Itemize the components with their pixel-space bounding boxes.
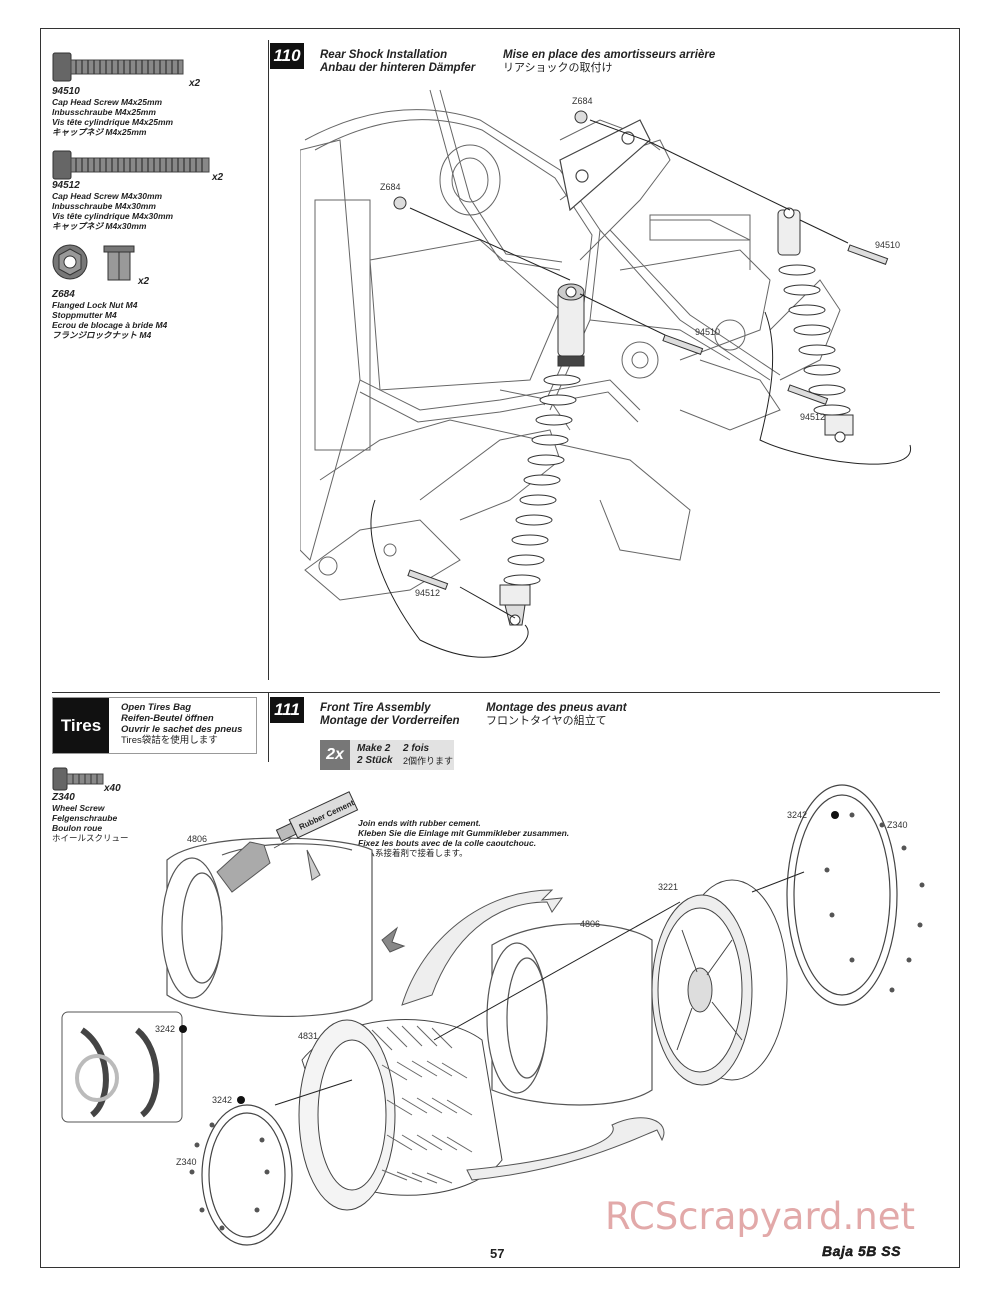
flanged-lock-nut-icon — [52, 244, 135, 281]
rear-shock-right — [777, 207, 854, 443]
wheel-screw-icon — [52, 767, 104, 791]
part-code: 94512 — [52, 180, 80, 191]
callout-4806-top: 4806 — [187, 834, 207, 844]
part-desc-en: Cap Head Screw M4x25mm — [52, 97, 163, 107]
tires-line-fr: Ouvrir le sachet des pneus — [121, 724, 243, 735]
qty-94512: x2 — [212, 172, 224, 183]
beadlock-ring-top — [786, 784, 898, 1006]
callout-z684-top: Z684 — [572, 96, 593, 106]
callout-3242-left: 3242 — [212, 1095, 232, 1105]
part-desc-de: Inbusschraube M4x25mm — [52, 107, 156, 117]
step111-title-fr: Montage des pneus avant — [486, 702, 627, 714]
cap-screw-m4x25-icon — [52, 52, 184, 82]
part-desc-jp: キャップネジ M4x25mm — [52, 127, 147, 137]
callout-94510-mid: 94510 — [695, 327, 720, 337]
callout-3242-top: 3242 — [787, 810, 807, 820]
part-code: 94510 — [52, 86, 80, 97]
make-badge: 2x — [320, 740, 350, 770]
column-divider — [268, 40, 269, 680]
step111-title-de: Montage der Vorderreifen — [320, 715, 460, 727]
tires-bag-box: Tires Open Tires Bag Reifen-Beutel öffne… — [52, 697, 257, 754]
step111-title-en: Front Tire Assembly — [320, 702, 431, 714]
callout-94510-right: 94510 — [875, 240, 900, 250]
qty-z340: x40 — [104, 783, 121, 794]
front-tire-diagram: Rubber Cement — [61, 784, 925, 1246]
callout-3221: 3221 — [658, 882, 678, 892]
tires-bag-text: Open Tires Bag Reifen-Beutel öffnen Ouvr… — [121, 702, 242, 746]
callout-z684-left: Z684 — [380, 182, 401, 192]
part-desc-jp: キャップネジ M4x30mm — [52, 221, 147, 231]
part-desc-en: Cap Head Screw M4x30mm — [52, 191, 163, 201]
glue-note-jp: ゴム系接着剤で接着します。 — [358, 848, 468, 858]
part-z340: Z340 Wheel Screw Felgenschraube Boulon r… — [52, 792, 212, 843]
rubber-cement-tube: Rubber Cement — [275, 791, 359, 842]
make-jp: 2個作ります — [403, 756, 454, 766]
part-desc-fr: Boulon roue — [52, 823, 103, 833]
tires-label: Tires — [53, 698, 109, 753]
make-quantity-box: 2x Make 2 2 Stück 2 fois 2個作ります — [320, 740, 454, 770]
callout-4831: 4831 — [298, 1031, 318, 1041]
tires-line-de: Reifen-Beutel öffnen — [121, 713, 214, 724]
wheel — [651, 879, 788, 1086]
page-number: 57 — [490, 1246, 505, 1261]
part-code: Z684 — [52, 289, 75, 300]
step110-title-en: Rear Shock Installation — [320, 49, 448, 61]
part-code: Z340 — [52, 792, 75, 803]
part-desc-fr: Vis tête cylindrique M4x25mm — [52, 117, 174, 127]
callout-94512-right: 94512 — [800, 412, 825, 422]
part-desc-en: Flanged Lock Nut M4 — [52, 300, 138, 310]
callout-3242-inset: 3242 — [155, 1024, 175, 1034]
wheel-screws-top — [824, 812, 925, 993]
callout-4806-mid: 4806 — [580, 919, 600, 929]
part-desc-de: Stoppmutter M4 — [52, 310, 117, 320]
tires-line-jp: Tires袋詰を使用します — [121, 735, 218, 746]
callout-94512-bottom: 94512 — [415, 588, 440, 598]
glue-note-fr: Fixez les bouts avec de la colle caoutch… — [358, 838, 537, 848]
step110-title-fr: Mise en place des amortisseurs arrière — [503, 49, 716, 61]
beadlock-detail-inset — [61, 1011, 183, 1123]
qty-94510: x2 — [189, 78, 201, 89]
part-94512: 94512 Cap Head Screw M4x30mm Inbusschrau… — [52, 180, 252, 231]
part-desc-jp: フランジロックナット M4 — [52, 330, 152, 340]
column-divider-lower — [268, 692, 269, 762]
rear-shock-left — [499, 283, 585, 626]
cap-screw-m4x30-icon — [52, 150, 210, 180]
part-desc-jp: ホイールスクリュー — [52, 833, 129, 843]
part-z684: Z684 Flanged Lock Nut M4 Stoppmutter M4 … — [52, 289, 252, 340]
beadlock-ring-bottom — [201, 1104, 293, 1246]
glue-note-en: Join ends with rubber cement. — [358, 818, 481, 828]
baja-logo: Baja 5B SS — [822, 1243, 901, 1259]
part-desc-fr: Vis tête cylindrique M4x30mm — [52, 211, 174, 221]
part-desc-de: Inbusschraube M4x30mm — [52, 201, 156, 211]
callout-z340-top: Z340 — [887, 820, 908, 830]
foam-insert-mid — [486, 923, 653, 1106]
glue-note-de: Kleben Sie die Einlage mit Gummikleber z… — [358, 828, 570, 838]
section-divider — [52, 692, 940, 693]
watermark: RCScrapyard.net — [605, 1195, 916, 1238]
rear-shock-diagram: Z684 Z684 94510 94510 94512 94512 — [300, 89, 911, 658]
step111-title-jp: フロントタイヤの組立て — [486, 715, 607, 727]
part-94510: 94510 Cap Head Screw M4x25mm Inbusschrau… — [52, 86, 252, 137]
step-number-110: 110 — [270, 43, 304, 69]
qty-z684: x2 — [138, 276, 150, 287]
step110-title-de: Anbau der hinteren Dämpfer — [320, 62, 476, 74]
tire — [298, 1019, 503, 1211]
callout-z340-left: Z340 — [176, 1157, 197, 1167]
tires-line-en: Open Tires Bag — [121, 702, 192, 713]
make-de: 2 Stück — [357, 755, 393, 766]
step110-title-jp: リアショックの取付け — [503, 62, 613, 74]
part-desc-de: Felgenschraube — [52, 813, 118, 823]
part-desc-fr: Ecrou de blocage à bride M4 — [52, 320, 168, 330]
step-number-111: 111 — [270, 697, 304, 723]
part-desc-en: Wheel Screw — [52, 803, 105, 813]
make-en: Make 2 — [357, 743, 391, 754]
make-fr: 2 fois — [403, 743, 430, 754]
page-frame — [40, 28, 960, 1268]
wheel-screws-bottom — [189, 1122, 270, 1231]
foam-insert-top — [161, 837, 373, 1018]
rubber-cement-note: Join ends with rubber cement. Kleben Sie… — [358, 818, 598, 858]
